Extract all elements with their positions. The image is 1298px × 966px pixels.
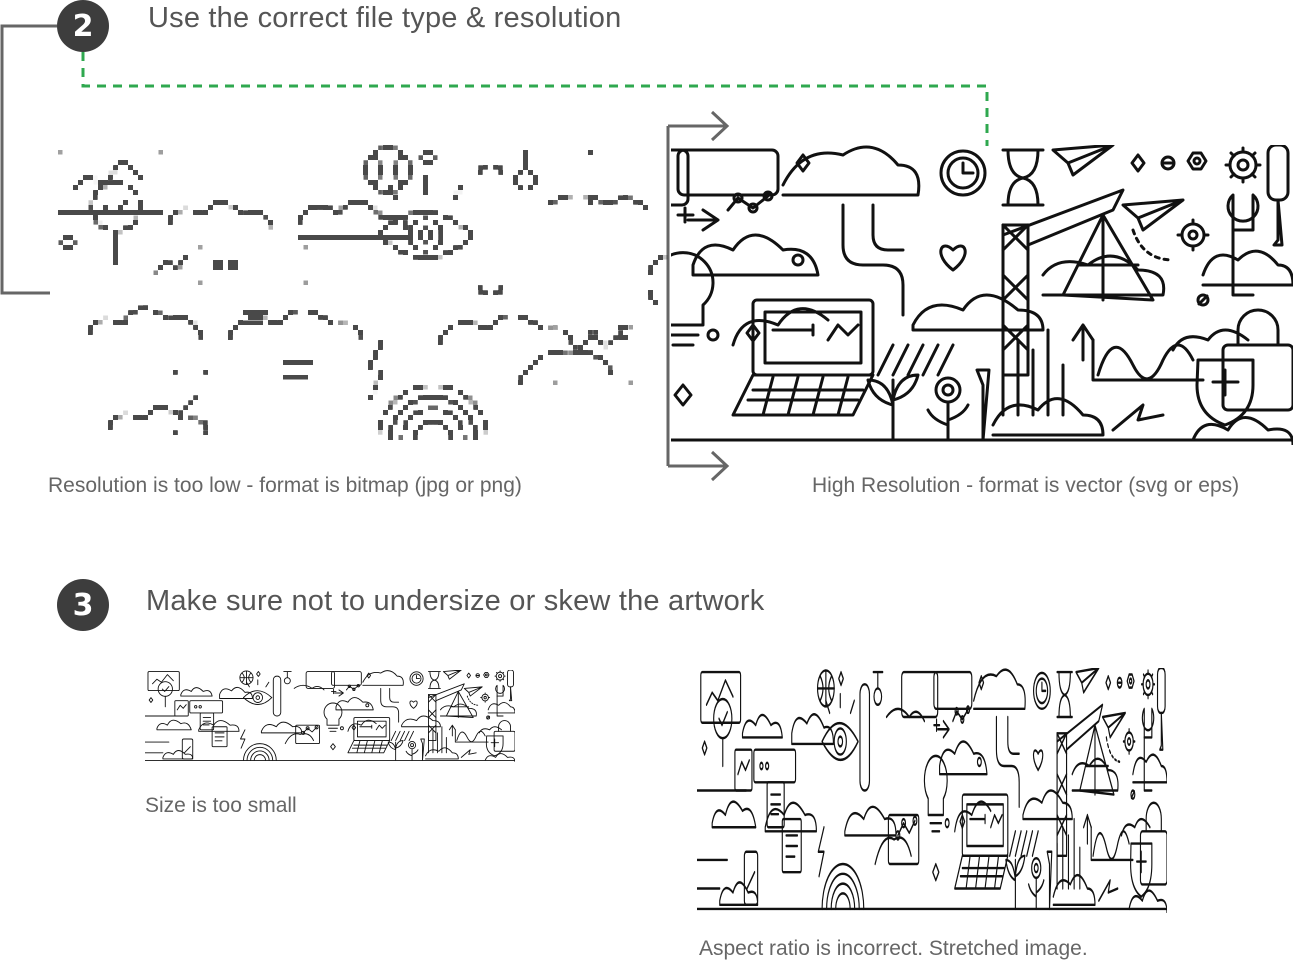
undersized-illustration <box>145 670 515 762</box>
step-badge-3: 3 <box>57 579 109 631</box>
arrow-right-icon <box>710 450 730 482</box>
caption-too-small: Size is too small <box>145 794 297 817</box>
section-3-heading: Make sure not to undersize or skew the a… <box>146 585 765 617</box>
arrow-right-icon <box>710 110 730 142</box>
caption-stretched: Aspect ratio is incorrect. Stretched ima… <box>699 937 1088 960</box>
bitmap-illustration <box>48 145 668 445</box>
caption-vector: High Resolution - format is vector (svg … <box>812 474 1240 497</box>
step-badge-2: 2 <box>57 0 109 52</box>
section-2-connectors <box>0 24 989 482</box>
section-2-heading: Use the correct file type & resolution <box>148 2 622 34</box>
green-dashed-connector <box>81 52 989 146</box>
vector-illustration <box>671 145 1293 445</box>
caption-bitmap: Resolution is too low - format is bitmap… <box>48 474 522 497</box>
stretched-illustration <box>697 668 1167 913</box>
left-bracket-line <box>0 24 57 295</box>
